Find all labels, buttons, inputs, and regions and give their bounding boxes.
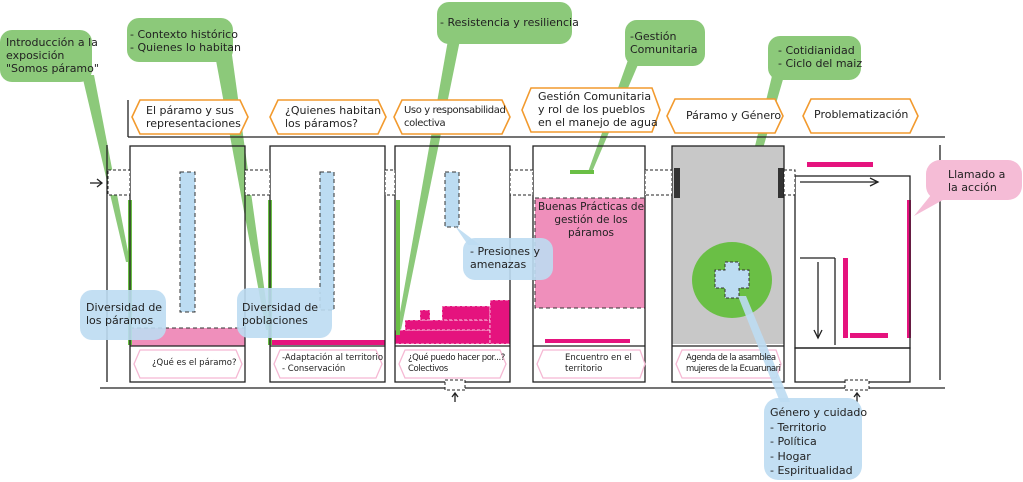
green-note-community: [625, 20, 705, 66]
doorways: [107, 169, 870, 391]
text-line: Colectivos: [408, 364, 448, 374]
text-line: Diversidad de: [86, 301, 163, 314]
text-line: ¿Quienes habitan: [285, 104, 382, 117]
text-line: ¿Qué es el páramo?: [152, 358, 237, 368]
text-line: territorio: [565, 364, 603, 374]
text-line: amenazas: [470, 258, 527, 271]
text-line: Problematización: [814, 108, 909, 121]
door-panel-right: [778, 168, 784, 198]
room-title-frames: [131, 87, 919, 135]
room-footer-frames: [133, 349, 782, 379]
green-strip-room4: [570, 170, 594, 174]
green-strip-room3: [396, 200, 400, 335]
magenta-strip-room6-mid: [843, 258, 848, 338]
room-footer-2: -Adaptación al territorio- Conservación: [282, 353, 383, 375]
text-line: Encuentro en el: [565, 353, 632, 363]
text-line: - Espiritualidad: [770, 464, 853, 477]
text-line: en el manejo de agua: [538, 116, 658, 129]
text-line: poblaciones: [242, 314, 308, 327]
text-line: - Ciclo del maiz: [778, 57, 863, 70]
green-note-intro: [0, 30, 92, 82]
magenta-strip-room4: [545, 339, 630, 343]
text-line: - Contexto histórico: [130, 28, 238, 41]
text-line: - Resistencia y resiliencia: [440, 16, 579, 29]
text-line: representaciones: [146, 117, 241, 130]
room-title-3: Uso y responsabilidad colectiva: [404, 104, 506, 130]
text-line: - Política: [770, 435, 817, 448]
text-line: "Somos páramo": [6, 62, 99, 75]
blue-note-gender-care: Género y cuidado- Territorio- Política- …: [770, 406, 867, 479]
green-note-resistance-text: - Resistencia y resiliencia: [440, 16, 579, 29]
blue-panel-room2: [319, 171, 335, 311]
text-line: y rol de los pueblos: [538, 103, 646, 116]
text-line: Uso y responsabilidad: [404, 105, 506, 116]
green-note-daily: [768, 36, 861, 80]
text-line: Gestión Comunitaria: [538, 90, 652, 103]
text-line: - Territorio: [770, 420, 827, 434]
text-line: -Adaptación al territorio: [282, 353, 384, 363]
blue-notes: [80, 226, 862, 480]
text-line: los páramos: [86, 314, 154, 327]
text-line: Comunitaria: [630, 43, 698, 56]
green-note-daily-text: - Cotidianidad- Ciclo del maiz: [778, 44, 862, 70]
text-line: mujeres de la Ecuarunari: [686, 364, 781, 374]
text-line: - Cotidianidad: [778, 44, 855, 57]
text-line: - Hogar: [770, 449, 811, 463]
text-line: Buenas Prácticas de: [537, 201, 645, 213]
green-note-context-text: - Contexto histórico- Quienes lo habitan: [130, 28, 241, 54]
text-line: exposición: [6, 49, 65, 62]
room-footer-3: ¿Qué puedo hacer por...?Colectivos: [408, 353, 505, 375]
text-line: la acción: [948, 181, 997, 194]
text-line: - Presiones y: [470, 245, 540, 258]
green-note-intro-tail: [82, 75, 130, 262]
room-title-5: Páramo y Género: [686, 109, 781, 122]
text-line: Páramo y Género: [686, 109, 782, 122]
door-panel-left: [674, 168, 680, 198]
text-line: los páramos?: [285, 117, 359, 130]
pink-note: [914, 160, 1022, 216]
text-line: -Gestión: [630, 30, 677, 43]
text-line: - Quienes lo habitan: [130, 41, 241, 54]
good-practices-block: [534, 197, 646, 309]
text-line: - Conservación: [282, 364, 346, 374]
text-line: Llamado a: [948, 168, 1006, 181]
text-line: colectiva: [404, 118, 446, 129]
green-note-resistance: [437, 2, 572, 44]
text-line: El páramo y sus: [146, 104, 234, 117]
text-line: Introducción a la: [6, 36, 98, 49]
text-line: gestión de los: [554, 214, 628, 226]
text-line: Diversidad de: [242, 301, 319, 314]
text-line: ¿Qué puedo hacer por...?: [408, 353, 505, 363]
text-line: Agenda de la asamblea: [686, 353, 776, 363]
green-note-context: [127, 18, 233, 62]
blue-panel-room1: [179, 171, 196, 313]
text-line: páramos: [568, 227, 614, 239]
blue-panel-room3: [444, 171, 460, 228]
magenta-strip-room6-right: [907, 200, 911, 338]
magenta-strip-room6-bottom: [850, 333, 888, 338]
magenta-strip-room2: [270, 340, 385, 345]
magenta-blocks-room3: [394, 299, 511, 345]
room-title-6: Problematización: [814, 108, 908, 121]
room-footer-1: ¿Qué es el páramo?: [152, 358, 236, 369]
magenta-strip-room6-top: [807, 162, 873, 167]
text-line: Género y cuidado: [770, 406, 868, 419]
